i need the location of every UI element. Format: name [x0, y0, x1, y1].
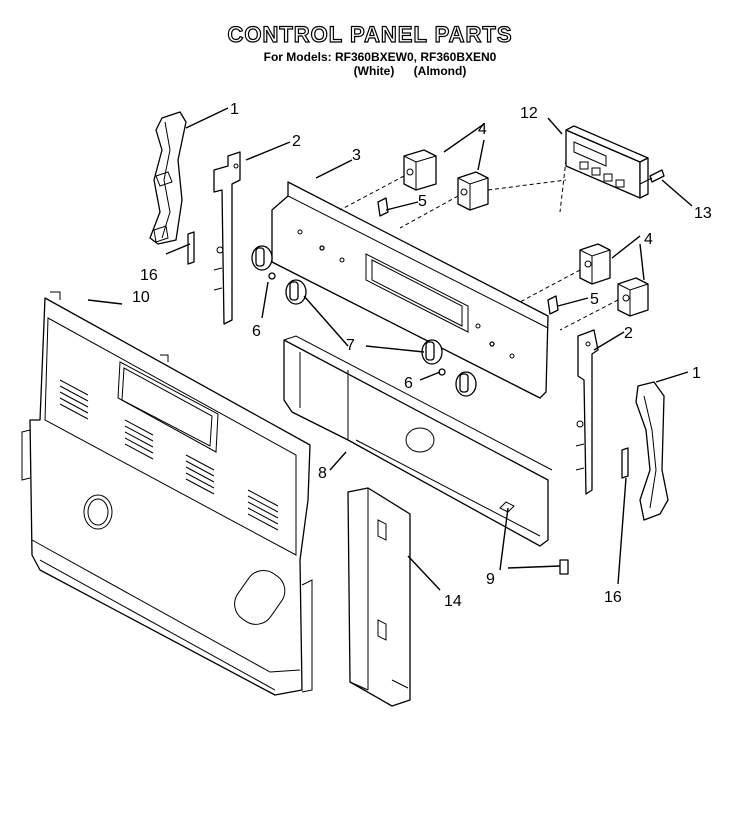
- part-5-clips: [377, 197, 559, 315]
- callout-leaders: [87, 107, 693, 591]
- callout-7: 7: [346, 337, 355, 354]
- part-3-control-console: [271, 181, 549, 399]
- callout-16-left: 16: [140, 267, 158, 284]
- callout-2-left: 2: [292, 133, 301, 150]
- part-2-right-bracket: [575, 329, 599, 495]
- part-7-knobs: [251, 245, 477, 397]
- callout-6-left: 6: [252, 323, 261, 340]
- callout-12: 12: [520, 105, 538, 122]
- page-title: CONTROL PANEL PARTS: [227, 21, 513, 47]
- callout-5-right: 5: [590, 291, 599, 308]
- part-16-left-clip: [187, 231, 195, 265]
- callout-3: 3: [352, 147, 361, 164]
- callout-6-right: 6: [404, 375, 413, 392]
- part-2-left-bracket: [213, 151, 241, 325]
- callout-13: 13: [694, 205, 712, 222]
- models-line: For Models: RF360BXEW0, RF360BXEN0: [263, 50, 497, 64]
- callout-1-left: 1: [230, 101, 239, 118]
- callout-numbers: 1 2 3 4 5 12 13 16 10 6 7 4 5 2 1 6 8 9 …: [132, 101, 712, 610]
- variants-line: (White) (Almond): [330, 64, 490, 78]
- callout-4-top: 4: [478, 121, 487, 138]
- part-14-channel: [347, 487, 411, 707]
- callout-5-top: 5: [418, 193, 427, 210]
- part-13-screw: [639, 169, 665, 185]
- part-10-rear-panel: [21, 291, 313, 696]
- part-4-switches: [403, 149, 649, 317]
- part-12-clock-module: [565, 125, 649, 199]
- callout-10: 10: [132, 289, 150, 306]
- callout-1-right: 1: [692, 365, 701, 382]
- part-9-screws: [559, 559, 569, 575]
- variant-almond: (Almond): [413, 64, 467, 78]
- callout-14: 14: [444, 593, 462, 610]
- part-1-left-side-trim: [149, 111, 187, 245]
- assembly-leader-lines: [339, 159, 619, 331]
- part-8-inner-panel: [283, 335, 553, 547]
- callout-2-right: 2: [624, 325, 633, 342]
- variant-white: (White): [353, 64, 395, 78]
- part-1-right-side-trim: [635, 381, 669, 521]
- callout-8: 8: [318, 465, 327, 482]
- callout-4-right: 4: [644, 231, 653, 248]
- callout-9: 9: [486, 571, 495, 588]
- part-16-right-clip: [621, 447, 629, 479]
- callout-16-right: 16: [604, 589, 622, 606]
